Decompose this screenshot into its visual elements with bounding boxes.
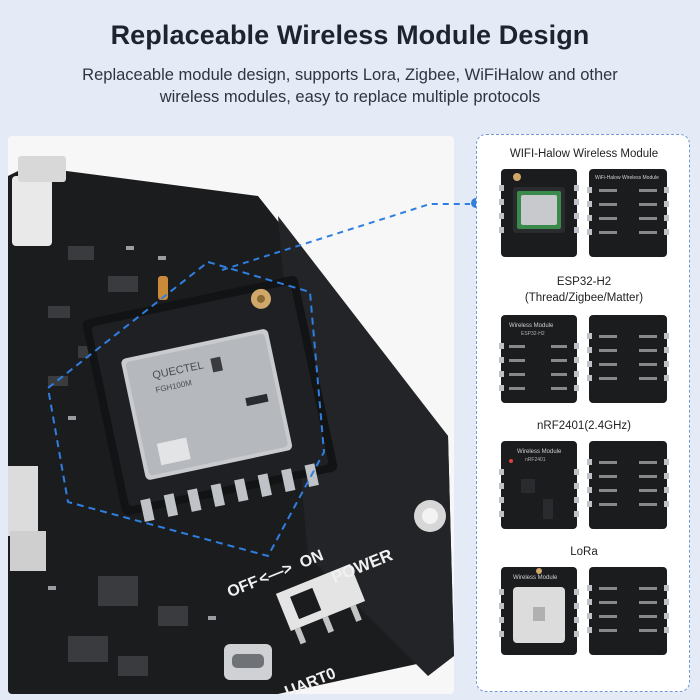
esp32-silk-sub: ESP32-H2: [521, 331, 545, 337]
nrf-silk-title: Wireless Module: [517, 449, 562, 455]
page-title: Replaceable Wireless Module Design: [110, 20, 590, 50]
wifi-halow-silk-title: WiFi-Halow Wireless Module: [595, 175, 659, 181]
nrf-silk-sub: nRF2401: [525, 457, 546, 463]
module-title-lora: LoRa: [570, 546, 598, 558]
module-image-wifi-halow: WiFi-Halow Wireless Module: [499, 167, 669, 259]
module-panel: WIFI-Halow Wireless Module WiFi-Halow Wi…: [476, 134, 690, 692]
product-photo: QUECTEL FGH100M OFF <—> ON POWER UART0: [8, 136, 454, 694]
module-title-wifi-halow: WIFI-Halow Wireless Module: [509, 148, 659, 160]
lora-silk-title: Wireless Module: [513, 575, 558, 581]
esp32-silk-title: Wireless Module: [509, 323, 554, 329]
page-subtitle: Replaceable module design, supports Lora…: [82, 66, 618, 106]
module-image-nrf2401: Wireless Module nRF2401: [499, 439, 669, 531]
module-image-esp32-h2: Wireless Module ESP32-H2: [499, 313, 669, 405]
module-title-esp32-h2: ESP32-H2: [556, 276, 612, 288]
module-subtitle-esp32-h2: (Thread/Zigbee/Matter): [524, 292, 644, 304]
module-image-lora: Wireless Module: [499, 565, 669, 657]
module-title-nrf2401: nRF2401(2.4GHz): [537, 420, 631, 432]
